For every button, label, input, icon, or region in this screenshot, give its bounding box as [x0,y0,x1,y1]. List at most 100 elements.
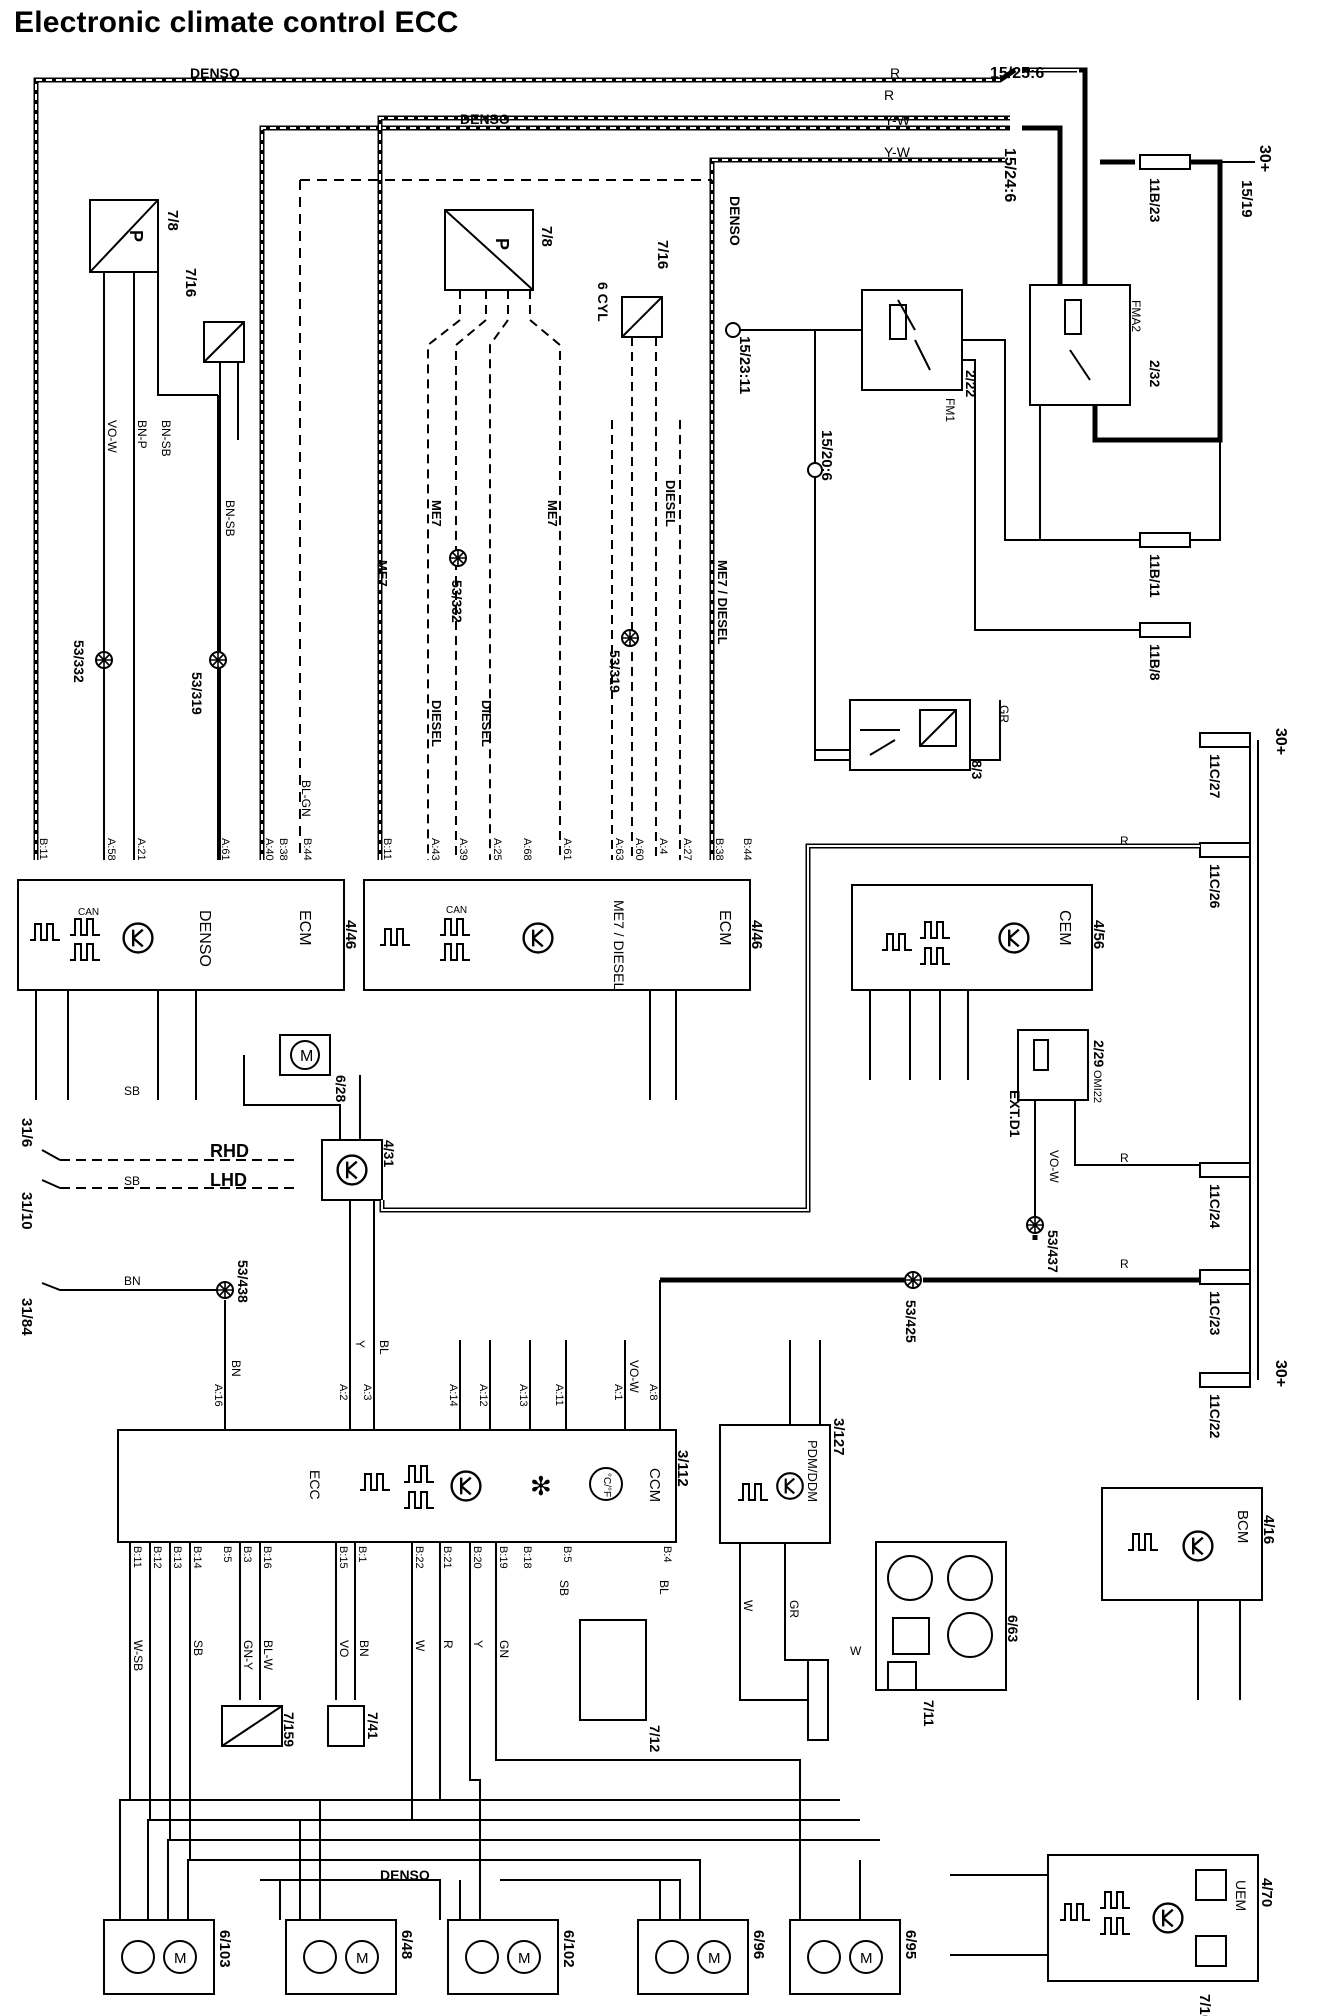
ecc-top-pin: A:12 [477,1384,489,1407]
actuator-id: 6/102 [560,1930,577,1968]
wire-blw: BL-W [261,1640,275,1671]
battery-plus-3: 30+ [1272,1360,1289,1387]
ecc-bottom-pin: B:5 [561,1546,573,1563]
wire-bn-ccm: BN [229,1360,243,1377]
fuse-11c24: 11C/24 [1207,1184,1223,1229]
damper-actuator: M [789,1919,901,1995]
splice-53425: 53/425 [903,1300,919,1343]
damper-actuator: M [103,1919,215,1995]
splice-53319b: 53/319 [607,650,623,693]
ccm-sensors: 7/159 7/41 7/12 [221,1619,663,1752]
actuator-harness [119,1542,880,1920]
wire-bnsb-b: BN-SB [223,500,237,537]
svg-text:M: M [300,1048,313,1065]
pdm-id: 3/127 [830,1418,847,1456]
fuse-11c27: 11C/27 [1207,754,1223,799]
denso-bottom: DENSO [380,1867,430,1883]
wire-r-2: R [884,87,894,103]
ecm-left-pin: A:58 [105,838,117,861]
ecc-bottom-pin: B:20 [471,1546,483,1569]
relay-fma2: FMA2 [1129,300,1143,332]
switch-3184: 31/84 [18,1298,35,1336]
svg-text:M: M [356,1950,369,1967]
ecc-top-pin: A:1 [612,1384,624,1401]
wire-gr-pdm: GR [787,1600,801,1618]
actuator-id: 6/103 [216,1930,233,1968]
wire-vow-a: VO-W [105,420,119,453]
ecm-left-pin: B:11 [37,838,49,860]
wire-blgn-a: BL-GN [299,780,313,817]
sensor-711-id: 7/11 [921,1700,937,1727]
six-cyl: 6 CYL [595,282,611,322]
battery-plus-2: 30+ [1272,728,1289,755]
damper-actuator: M [637,1919,749,1995]
wire-r-top: R [890,65,900,81]
ccm-cf: °C/°F [601,1473,612,1497]
ecc-top-pin: A:16 [212,1384,224,1407]
wire-bl-ccm: BL [377,1340,391,1355]
wire-w-711: W [850,1644,862,1658]
ecc-top-pin: A:2 [337,1384,349,1401]
fan-628: 6/28 [333,1075,349,1102]
press-sensor-right-id: 7/8 [538,226,555,247]
splice-53319a: 53/319 [189,672,205,715]
ecm-left-can: CAN [78,907,99,918]
ecc-bottom-pin: B:22 [413,1546,425,1569]
fuse-11c23: 11C/23 [1207,1291,1223,1336]
pdm-module: PDM/DDM 3/127 [719,1340,847,1701]
sensor-83-id: 8/3 [969,760,985,780]
svg-text:P: P [126,230,146,242]
ecm-left-pin: B:44 [301,838,313,861]
wire-yw-2: Y-W [884,144,911,160]
ecc-bottom-pin: B:1 [356,1546,368,1563]
wire-bnsb-a: BN-SB [159,420,173,457]
relay-229: 2/29 [1091,1040,1107,1067]
ecm-left: CAN DENSO ECM 4/46 [17,879,359,1100]
wire-bn-sw: BN [124,1274,141,1288]
ecm-left-pin: A:40 [263,838,275,861]
ecc-bottom-pin: B:4 [661,1546,673,1563]
middle-sensors: P 7/8 7/16 6 CYL 53/332 53/319 ME7 ME7 M… [375,196,835,860]
me7-b: ME7 [429,500,444,527]
ecc-top-pin: A:8 [647,1384,659,1401]
uem-sub: 7/10 [1196,1994,1213,2016]
relay-232: 2/32 [1147,360,1163,387]
wire-gn-b18: GN [497,1640,511,1658]
misc-wire-labels: SB SB BN BN Y BL VO-W VO-W R R R W-SB SB… [124,834,1129,1671]
ecm-left-variant: DENSO [196,910,213,967]
ecc-bottom-pin: B:13 [171,1546,183,1569]
ecm-right-pin: A:25 [491,838,503,861]
switch-3110: 31/10 [18,1192,35,1230]
fuse-11b8: 11B/8 [1147,644,1163,681]
wire-sb-b5: SB [557,1580,571,1596]
wire-sb-b14: SB [191,1640,205,1656]
module-431-id: 4/31 [381,1140,397,1167]
splice-53438: 53/438 [235,1260,251,1303]
svg-text:M: M [174,1950,187,1967]
cem-id: 4/56 [1090,920,1107,949]
temp-sensor-right-id: 7/16 [654,240,671,269]
ecc-bottom-pin: B:19 [497,1546,509,1569]
ecc-name: ECC [307,1470,323,1500]
module-431: M 6/28 4/31 RHD LHD 31/6 31/10 31/84 53/… [18,843,1200,1430]
fuses-right: 11C/27 30+ 11C/26 11C/24 11C/23 11C/22 3… [1199,728,1289,1439]
ecc-top-pin: A:11 [553,1384,565,1406]
ecm-left-name: ECM [296,910,313,946]
bcm-id: 4/16 [1260,1515,1277,1544]
svg-text:M: M [860,1950,873,1967]
ecm-left-pin: A:21 [135,838,147,861]
node-15256: 15/25:6 [990,65,1044,82]
cem-name: CEM [1056,910,1073,946]
wire-r-11c24: R [1120,1151,1129,1165]
wire-bnp-a: BN-P [135,420,149,449]
svg-text:P: P [492,238,512,250]
ecm-right-pin: A:63 [613,838,625,861]
ecm-left-id: 4/46 [342,920,359,949]
svg-text:✻: ✻ [530,1471,552,1501]
relay-omi22: OMI22 [1091,1070,1103,1103]
ecm-right-pin: B:44 [741,838,753,861]
wire-vo: VO [337,1640,351,1657]
